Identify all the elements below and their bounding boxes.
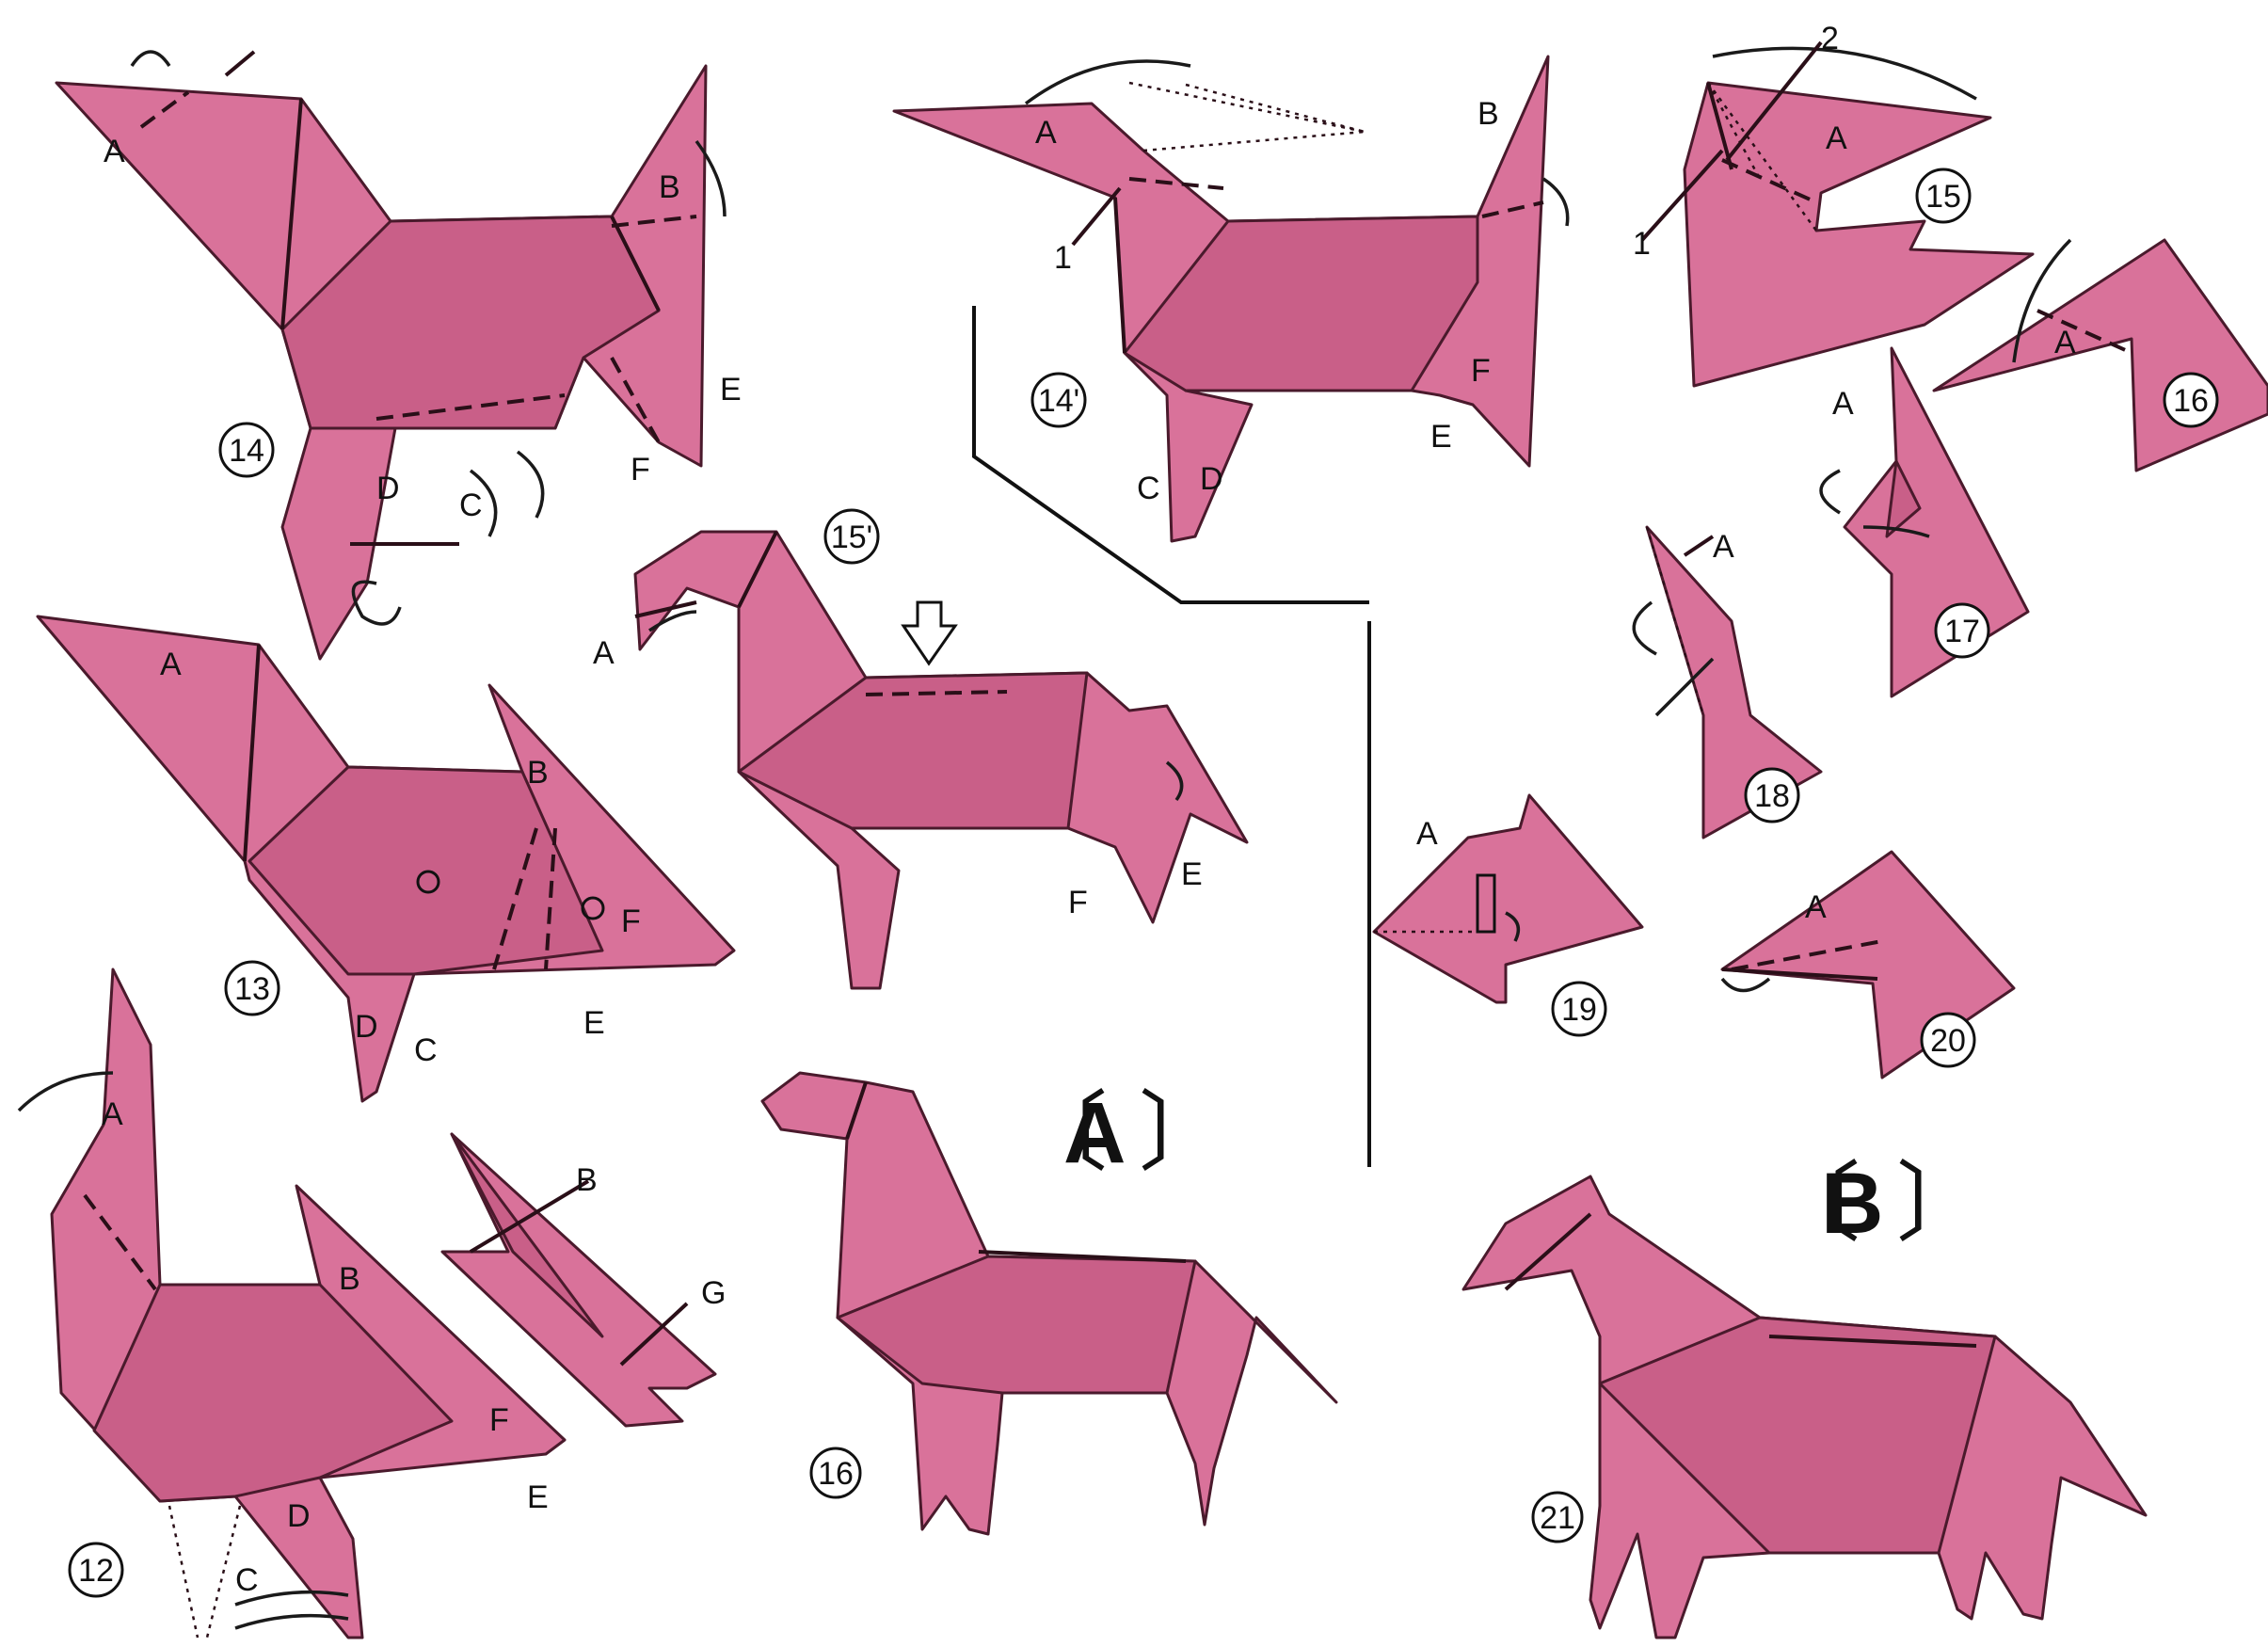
step-number-18: 18 (1746, 769, 1798, 822)
svg-text:〕: 〕 (1896, 1156, 1983, 1252)
label-a-step14p: A (1035, 115, 1057, 151)
label-f-step14p: F (1471, 353, 1491, 389)
svg-text:20: 20 (1930, 1023, 1966, 1059)
svg-text:A: A (1063, 1085, 1126, 1181)
label-a-step19: A (1416, 816, 1438, 852)
label-a-step18: A (1713, 529, 1734, 565)
svg-text:15': 15' (831, 520, 872, 555)
svg-text:21: 21 (1540, 1500, 1575, 1536)
step-14-prime-figure (894, 56, 1568, 541)
step-12-figure (19, 969, 565, 1638)
svg-text:14: 14 (229, 433, 264, 469)
label-1-step15: 1 (1633, 226, 1651, 262)
step-number-17: 17 (1936, 604, 1988, 657)
label-d-step14p: D (1200, 461, 1223, 497)
step-14-figure (56, 52, 725, 659)
label-e-step14p: E (1430, 419, 1452, 455)
label-d-step13: D (355, 1009, 378, 1045)
label-e-step12: E (527, 1479, 549, 1515)
svg-text:18: 18 (1754, 778, 1790, 814)
label-d-step12: D (287, 1498, 311, 1534)
section-label-b: 〔 B 〕 (1774, 1156, 1983, 1252)
step-number-14-prime: 14' (1032, 374, 1085, 426)
label-f-step13: F (621, 903, 641, 939)
label-c-step14p: C (1137, 471, 1160, 506)
step-number-16: 16 (2164, 374, 2217, 426)
section-label-a: 〔 A 〕 (1021, 1085, 1225, 1181)
label-1-step14p: 1 (1054, 240, 1072, 276)
svg-text:B: B (1821, 1156, 1883, 1252)
step-number-15-prime: 15' (825, 510, 878, 563)
label-a-step13: A (160, 647, 182, 682)
label-b-detail: B (576, 1162, 598, 1198)
step-number-20: 20 (1922, 1014, 1974, 1066)
step-number-13: 13 (226, 962, 279, 1015)
svg-text:16: 16 (818, 1456, 854, 1492)
label-a-step15p: A (593, 635, 615, 671)
svg-text:13: 13 (234, 971, 270, 1007)
label-g-detail: G (701, 1275, 726, 1311)
step-15-figure (1642, 42, 2033, 386)
label-d-step14: D (376, 471, 400, 506)
svg-text:14': 14' (1038, 383, 1079, 419)
label-a-step14: A (104, 134, 125, 169)
label-a-step16: A (2054, 325, 2076, 360)
label-a-step17: A (1832, 386, 1854, 422)
label-f-step14: F (631, 452, 650, 488)
label-e-step15p: E (1181, 856, 1203, 892)
label-a-step15: A (1826, 120, 1847, 156)
svg-text:〕: 〕 (1139, 1085, 1225, 1181)
label-f-step15p: F (1068, 885, 1088, 920)
step-number-16b: 16 (811, 1448, 860, 1497)
label-c-step12: C (235, 1562, 259, 1598)
label-b-step12: B (339, 1261, 360, 1297)
step-number-21: 21 (1533, 1493, 1582, 1542)
label-b-step14: B (659, 169, 680, 205)
svg-text:17: 17 (1944, 614, 1980, 649)
step-15-prime-figure (635, 532, 1247, 988)
step-number-19: 19 (1553, 983, 1605, 1035)
svg-text:16: 16 (2173, 383, 2209, 419)
label-c-step13: C (414, 1032, 438, 1068)
label-2-step15: 2 (1821, 21, 1839, 56)
step-number-14: 14 (220, 424, 273, 476)
svg-text:19: 19 (1561, 992, 1597, 1028)
label-a-step12: A (102, 1096, 123, 1132)
step-19-figure (1374, 795, 1642, 1002)
label-c-step14: C (459, 488, 483, 523)
label-e-step13: E (583, 1005, 605, 1041)
label-b-step13: B (527, 755, 549, 791)
svg-text:12: 12 (78, 1553, 114, 1589)
label-a-step20: A (1805, 889, 1827, 925)
label-e-step14: E (720, 372, 742, 408)
svg-text:15: 15 (1925, 179, 1961, 215)
step-number-15: 15 (1917, 169, 1970, 222)
label-f-step12: F (489, 1402, 509, 1438)
step-number-12: 12 (70, 1543, 122, 1596)
label-b-step14p: B (1477, 96, 1499, 132)
